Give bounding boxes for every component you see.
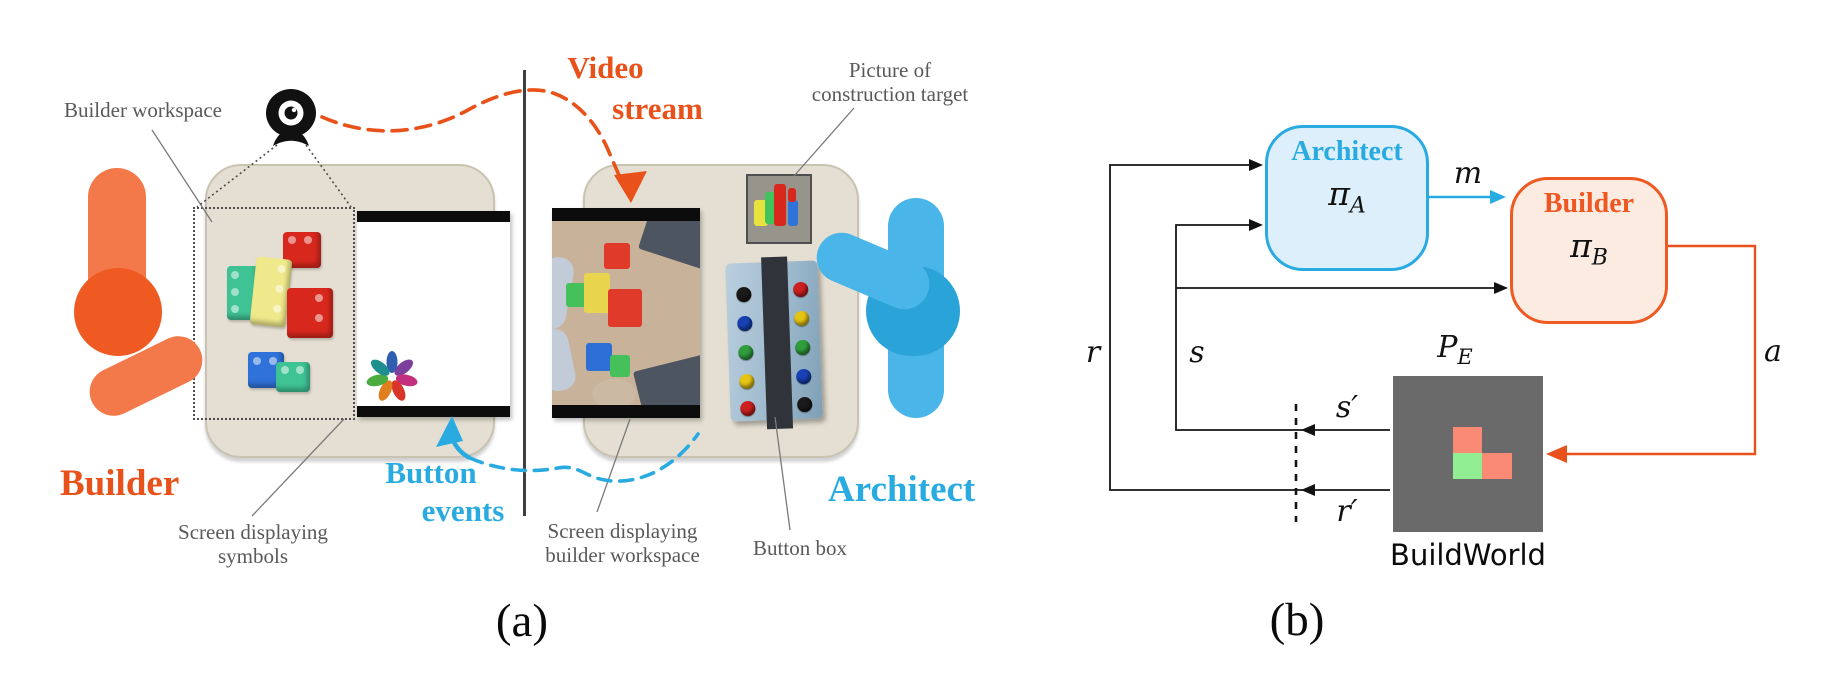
arrow-m-into-builder — [1490, 190, 1506, 204]
architect-policy: πA — [1328, 174, 1366, 219]
signal-r: r — [1085, 335, 1101, 370]
button-blue — [795, 368, 812, 385]
webcam-icon — [266, 89, 316, 146]
builder-title: Builder — [60, 463, 180, 504]
signal-m: m — [1453, 156, 1483, 191]
arrow-s-into-builder — [1494, 282, 1508, 294]
button-green — [794, 339, 811, 356]
video-stream-label-2: stream — [612, 91, 703, 126]
builder-node: Builder πB — [1510, 177, 1668, 324]
panel-a-caption: (a) — [495, 595, 549, 647]
signal-s: s — [1189, 335, 1205, 370]
env-block-salmon — [1453, 427, 1482, 453]
construction-target-picture — [746, 174, 812, 244]
button-black — [796, 396, 813, 413]
button-yellow — [793, 310, 810, 327]
button-red — [740, 400, 756, 417]
signal-s-prime: s′ — [1335, 390, 1359, 425]
env-block-salmon — [1482, 453, 1512, 479]
builder-policy: πB — [1570, 226, 1608, 271]
button-box — [725, 256, 823, 430]
buildworld-env-box — [1393, 376, 1543, 532]
architect-node: Architect πA — [1265, 125, 1429, 271]
button-blue — [737, 315, 753, 332]
video-stream-label-1: Video — [567, 50, 644, 85]
button-red — [792, 281, 809, 298]
arrow-r-prime — [1301, 484, 1315, 496]
arrow-a-into-env — [1546, 445, 1567, 463]
env-symbol-PE: PE — [1437, 330, 1473, 369]
signal-r-prime: r′ — [1336, 494, 1358, 529]
lego-block-green — [276, 362, 310, 392]
button-events-label-1: Button — [385, 455, 477, 490]
button-box-label: Button box — [753, 536, 847, 560]
architect-title: Architect — [828, 469, 976, 510]
pinwheel-symbol — [366, 351, 418, 401]
button-black — [736, 286, 752, 303]
arrow-s-into-architect — [1249, 219, 1263, 231]
panel-b-caption: (b) — [1269, 594, 1325, 646]
architect-node-title: Architect — [1291, 136, 1403, 167]
button-box-strap — [761, 256, 794, 430]
buildworld-label: BuildWorld — [1390, 538, 1546, 572]
arrow-s-prime — [1301, 424, 1315, 436]
button-green — [738, 344, 754, 361]
architect-video-screen — [552, 208, 700, 418]
builder-node-title: Builder — [1543, 188, 1635, 219]
env-block-green — [1453, 453, 1482, 479]
builder-person-head — [74, 268, 162, 356]
lego-block-red — [287, 288, 333, 338]
button-yellow — [739, 373, 755, 390]
builder-workspace-label: Builder workspace — [63, 98, 223, 122]
button-events-label-2: events — [421, 493, 505, 528]
panel-divider — [523, 70, 526, 516]
arrow-r-into-architect — [1249, 159, 1263, 171]
signal-a: a — [1764, 334, 1782, 369]
video-feed — [552, 221, 700, 405]
